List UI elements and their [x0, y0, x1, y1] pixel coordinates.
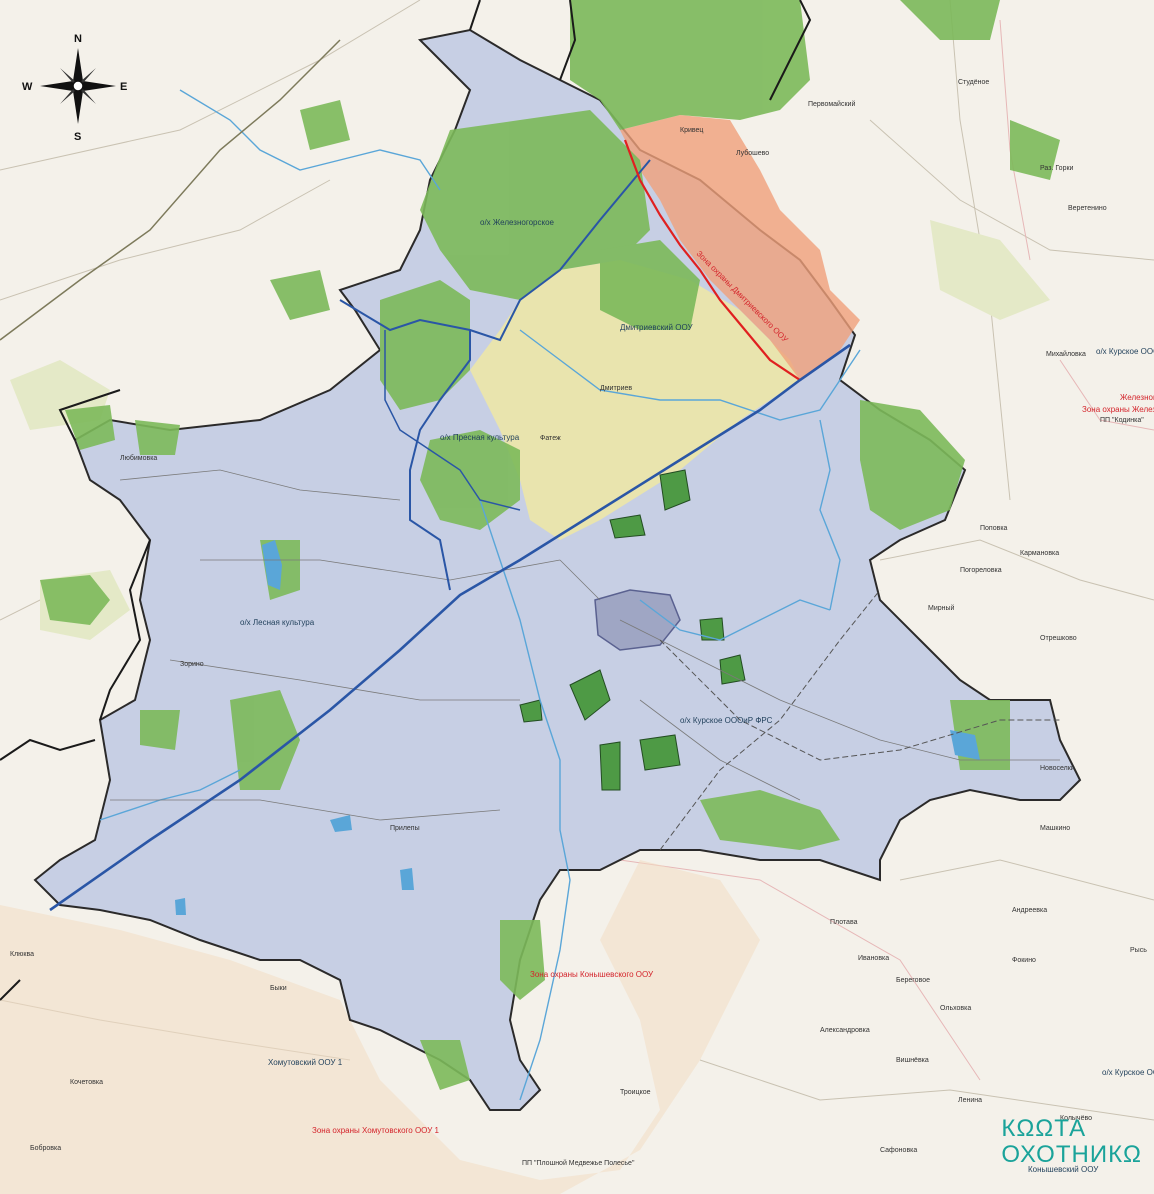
- town-label: Рысь: [1130, 947, 1147, 954]
- town-label: Погореловка: [960, 567, 1002, 574]
- town-label: Троицкое: [620, 1089, 651, 1096]
- red-zone: [620, 115, 860, 380]
- label-pp-kodinka: ПП "Кодинка": [1100, 417, 1144, 424]
- town-label: Зорино: [180, 661, 204, 668]
- compass-west-arrow: [40, 81, 78, 91]
- logo-line-2: ОХОТНИКΩ: [1001, 1141, 1142, 1168]
- town-label: Кармановка: [1020, 550, 1059, 557]
- label-kursk-ooo-right: о/х Курское ООО: [1096, 347, 1154, 356]
- forest-patches: [40, 0, 1060, 1090]
- town-label: Новоселки: [1040, 765, 1075, 772]
- label-pp-bottom: ПП "Плошной Медвежье Полесье": [522, 1159, 635, 1167]
- town-label: Дмитриев: [600, 385, 632, 392]
- west-border: [58, 389, 151, 721]
- town-label: Александровка: [820, 1027, 870, 1034]
- beige-zone: [0, 860, 760, 1194]
- main-highway: [49, 343, 851, 912]
- label-khomutovsky: Хомутовский ООУ 1: [268, 1058, 343, 1067]
- water-bodies: [175, 540, 980, 915]
- compass-rose: N S E W: [22, 33, 127, 143]
- town-label: Сафоновка: [880, 1147, 917, 1154]
- town-label: Веретенино: [1068, 205, 1107, 212]
- town-label: Студёное: [958, 79, 989, 86]
- rivers: [99, 89, 861, 1101]
- town-label: Прилепы: [390, 825, 420, 832]
- blue-boundary-inner: [384, 330, 521, 511]
- yellow-zone: [470, 260, 800, 540]
- blue-boundary: [339, 159, 651, 591]
- town-label: Михайловка: [1046, 350, 1086, 358]
- compass-east-arrow: [78, 81, 116, 91]
- town-label: Плотава: [830, 919, 858, 926]
- town-label: Машкино: [1040, 825, 1070, 832]
- town-label: Фокино: [1012, 957, 1036, 964]
- label-zone-zheleznog: Зона охраны Железногорского: [1082, 405, 1154, 414]
- town-label: Поповка: [980, 525, 1008, 532]
- town-label: Ольховка: [940, 1005, 971, 1012]
- town-label: Ивановка: [858, 955, 889, 962]
- town-label: Отрешково: [1040, 635, 1077, 642]
- label-zheleznogorskoe: о/х Железногорское: [480, 218, 555, 227]
- label-zheleznogorsk-edge: Железногорск: [1120, 393, 1154, 402]
- town-label: Береговое: [896, 977, 930, 984]
- town-label: Кочетовка: [70, 1079, 103, 1086]
- town-zheleznogorsk[interactable]: [594, 589, 681, 651]
- red-boundary: [623, 139, 851, 382]
- logo-line-1: КΩΩТА: [1001, 1115, 1087, 1142]
- town-label: Лубошево: [736, 149, 769, 157]
- label-lesnaya: о/х Лесная культура: [240, 618, 315, 627]
- compass-n-label: N: [74, 33, 82, 45]
- outer-border: [0, 0, 812, 1001]
- label-kursk-ooo-bottom: о/х Курское ООО: [1102, 1068, 1154, 1077]
- town-label: Быки: [270, 985, 287, 992]
- compass-w-label: W: [22, 81, 33, 93]
- compass-s-label: S: [74, 131, 81, 143]
- karta-okhotnika-logo: КΩΩТА ОХОТНИКΩ: [1001, 1116, 1142, 1168]
- label-zone-konyshev: Зона охраны Конышевского ООУ: [530, 970, 654, 979]
- town-label: Андреевка: [1012, 907, 1047, 914]
- railway-2: [659, 589, 881, 851]
- label-kursk-fasr: о/х Курское ОООиР ФРС: [680, 716, 773, 725]
- dark-forest-patches: [519, 469, 746, 791]
- compass-north-arrow: [73, 48, 83, 86]
- town-label: Любимовка: [120, 454, 157, 462]
- compass-e-label: E: [120, 81, 127, 93]
- town-label: Клюква: [10, 951, 34, 958]
- label-dmitrievsky: Дмитриевский ООУ: [620, 323, 694, 332]
- town-label: Первомайский: [808, 100, 855, 108]
- town-label: Вишнёвка: [896, 1057, 929, 1064]
- label-zone-khomutovsky: Зона охраны Хомутовского ООУ 1: [312, 1126, 440, 1135]
- town-label: Кривец: [680, 127, 703, 134]
- town-label: Мирный: [928, 604, 955, 612]
- town-label: Бобровка: [30, 1144, 61, 1152]
- label-presnaya: о/х Пресная культура: [440, 433, 520, 442]
- outer-road: [0, 39, 341, 341]
- town-label: Раз. Горки: [1040, 165, 1074, 172]
- railway: [659, 639, 1060, 761]
- town-label: Ленина: [958, 1097, 982, 1104]
- town-label: Колычёво: [1060, 1115, 1092, 1122]
- compass-south-arrow: [73, 86, 83, 124]
- label-konyshevsky-ooo: Конышевский ООУ: [1028, 1165, 1099, 1174]
- town-labels: Кривец Лубошево Первомайский Студёное Ра…: [10, 79, 1147, 1154]
- town-label: Фатеж: [540, 435, 561, 442]
